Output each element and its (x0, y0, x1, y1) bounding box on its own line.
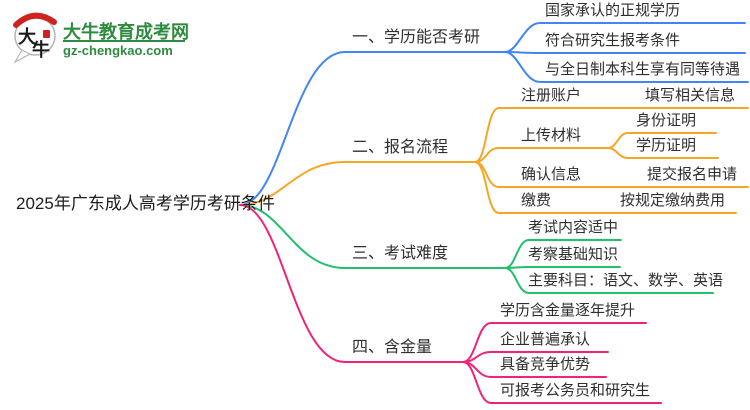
branch-4-child-2-label: 企业普遍承认 (500, 331, 591, 348)
logo-char-2: 牛 (32, 39, 50, 60)
branch-3-label: 三、考试难度 (352, 245, 449, 262)
logo-divider (63, 40, 185, 42)
logo-domain: gz-chengkao.com (63, 43, 173, 58)
branch-2-root-curve (239, 161, 346, 206)
branch-1-child-1-line (504, 22, 746, 53)
branch-2-child-2-sub-1-label: 身份证明 (636, 112, 697, 129)
branch-4-child-1-label: 学历含金量逐年提升 (500, 302, 636, 319)
branch-2-label: 二、报名流程 (352, 139, 449, 156)
branch-1-root-curve (239, 51, 346, 206)
logo-seal-stamp (43, 30, 50, 38)
branch-3-child-3-label: 主要科目：语文、数学、英语 (528, 272, 724, 289)
branch-2-child-1-line (474, 107, 749, 163)
branch-4-root-curve (239, 204, 346, 363)
branch-1-lines (239, 22, 749, 206)
branch-4-child-3-label: 具备竞争优势 (500, 356, 591, 373)
branch-4-child-4-line (462, 361, 662, 404)
branch-4-child-4-label: 可报考公务员和研究生 (500, 382, 651, 399)
branch-3-child-2-label: 考察基础知识 (528, 246, 619, 263)
branch-2-child-2-line (474, 147, 609, 163)
logo-title: 大牛教育成考网 (63, 22, 189, 42)
branch-2-child-1-sub-1-label: 填写相关信息 (645, 87, 736, 104)
logo-char-1: 大 (18, 26, 36, 47)
branch-3-root-curve (239, 204, 346, 269)
branch-2-child-4-line (474, 161, 737, 214)
branch-1-child-2-line (504, 51, 746, 54)
branch-2-lines (239, 107, 749, 214)
branch-1-child-1-label: 国家承认的正规学历 (545, 2, 681, 19)
branch-3-child-1-label: 考试内容适中 (528, 219, 619, 236)
branch-2-child-2-sub-2-line (607, 147, 719, 159)
branch-2-child-4-label: 缴费 (521, 192, 552, 209)
branch-1-child-3-label: 与全日制本科生享有同等待遇 (545, 61, 741, 78)
branch-1-child-2-label: 符合研究生报考条件 (545, 32, 681, 49)
branch-4-label: 四、含金量 (352, 339, 433, 356)
logo-bubble-icon: 大 牛 (13, 12, 57, 64)
branch-1-child-3-line (504, 51, 749, 83)
branch-2-child-4-sub-1-label: 按规定缴纳费用 (620, 192, 726, 209)
branch-1-label: 一、学历能否考研 (352, 29, 481, 46)
branch-2-child-2-label: 上传材料 (521, 127, 582, 144)
branch-2-child-1-label: 注册账户 (521, 87, 582, 104)
branch-4-lines (239, 204, 662, 404)
branch-3-lines (239, 204, 714, 294)
logo-bubble-tail (13, 49, 32, 64)
branch-2-child-2-sub-2-label: 学历证明 (636, 137, 697, 154)
branch-3-child-2-line (504, 266, 621, 269)
root-node-label: 2025年广东成人高考学历考研条件 (16, 194, 275, 213)
branch-2-child-3-sub-1-label: 提交报名申请 (647, 166, 738, 183)
logo-red-arc (13, 12, 57, 28)
branch-2-child-3-label: 确认信息 (521, 166, 582, 183)
branch-3-child-3-line (504, 267, 714, 294)
